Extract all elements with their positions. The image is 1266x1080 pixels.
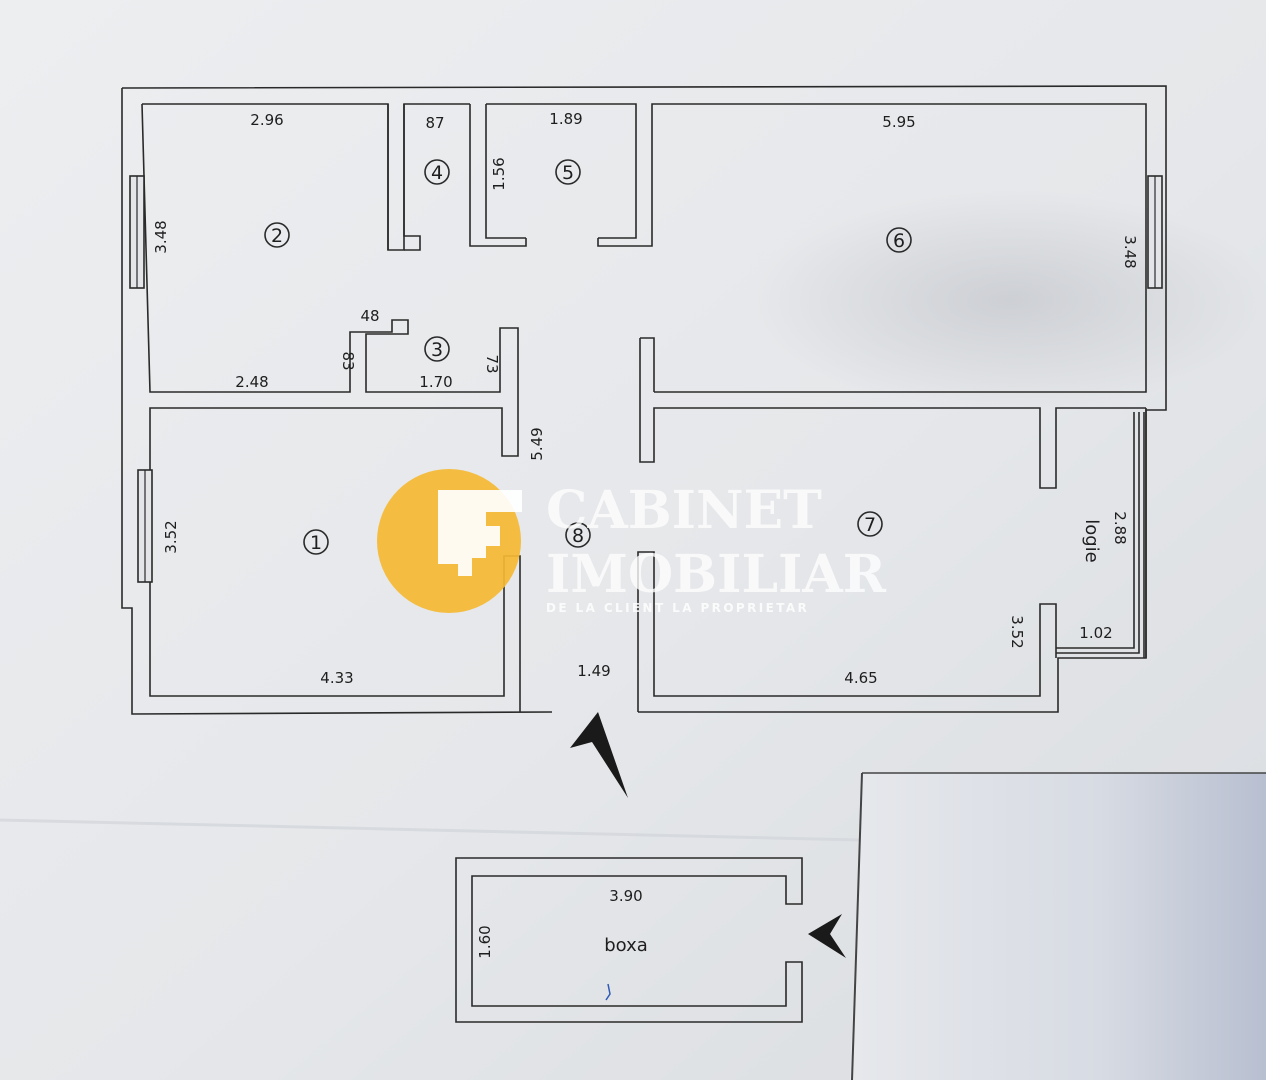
room-marker-3: 3 (424, 336, 450, 362)
room-marker-5: 5 (555, 159, 581, 185)
paper-fold (0, 818, 861, 842)
entry-arrow (570, 712, 628, 798)
paper-shadow (750, 190, 1266, 410)
watermark: CABINET IMOBILIAR DE LA CLIENT LA PROPRI… (377, 469, 887, 615)
dim-r5-height: 1.56 (490, 157, 508, 190)
room-marker-4: 4 (424, 159, 450, 185)
watermark-line1: CABINET (546, 480, 822, 541)
dim-logie-length: 2.88 (1111, 511, 1129, 544)
room-marker-6: 6 (886, 227, 912, 253)
room-number-5: 5 (562, 162, 574, 184)
dim-r6-width: 5.95 (882, 113, 915, 131)
room-marker-1: 1 (303, 529, 329, 555)
dim-r1-width: 4.33 (320, 669, 353, 687)
paper-corner-edge (851, 772, 863, 1080)
room-marker-7: 7 (857, 511, 883, 537)
dim-boxa-width: 3.90 (609, 887, 642, 905)
room-marker-2: 2 (264, 222, 290, 248)
room-markers: 1 2 3 4 5 6 7 8 (264, 159, 912, 555)
dim-r4-width: 87 (425, 114, 444, 132)
dim-r2-bottom: 2.48 (235, 373, 268, 391)
watermark-line2: IMOBILIAR (546, 544, 887, 605)
room-number-2: 2 (271, 225, 283, 247)
dim-r5-width: 1.89 (549, 110, 582, 128)
dim-entry-width: 1.49 (577, 662, 610, 680)
room-marker-8: 8 (565, 522, 591, 548)
room-number-4: 4 (431, 162, 443, 184)
dim-boxa-height: 1.60 (476, 925, 494, 958)
dim-logie-width: 1.02 (1079, 624, 1112, 642)
boxa-label: boxa (604, 935, 648, 956)
dim-r2-width: 2.96 (250, 111, 283, 129)
dim-r7-width: 4.65 (844, 669, 877, 687)
boxa-walls (455, 857, 803, 1023)
watermark-tagline: DE LA CLIENT LA PROPRIETAR (546, 601, 809, 615)
room-number-1: 1 (310, 532, 322, 554)
dim-r2-height: 3.48 (152, 220, 170, 253)
dim-r3-height: 73 (483, 354, 501, 373)
paper-corner (850, 773, 1266, 1080)
logie-label: logie (1081, 519, 1102, 563)
boxa-arrow (808, 914, 846, 958)
room-number-6: 6 (893, 230, 905, 252)
room-number-8: 8 (572, 525, 584, 547)
dim-r7-height: 3.52 (1008, 615, 1026, 648)
room-number-3: 3 (431, 339, 443, 361)
dim-r1-height: 3.52 (162, 520, 180, 553)
dim-r3-nook-height: 83 (339, 351, 357, 370)
dim-r3-nook-width: 48 (360, 307, 379, 325)
dim-hall-length: 5.49 (528, 427, 546, 460)
dim-r6-height: 3.48 (1121, 235, 1139, 268)
dimension-labels: 2.96 3.48 2.48 87 1.89 1.56 5.95 3.48 48… (152, 110, 1139, 959)
apartment-walls (121, 85, 1167, 715)
logie-glazing (1056, 412, 1145, 658)
ink-mark (605, 983, 611, 1001)
dim-r3-width: 1.70 (419, 373, 452, 391)
room-number-7: 7 (864, 514, 876, 536)
watermark-logo-key (438, 490, 522, 576)
